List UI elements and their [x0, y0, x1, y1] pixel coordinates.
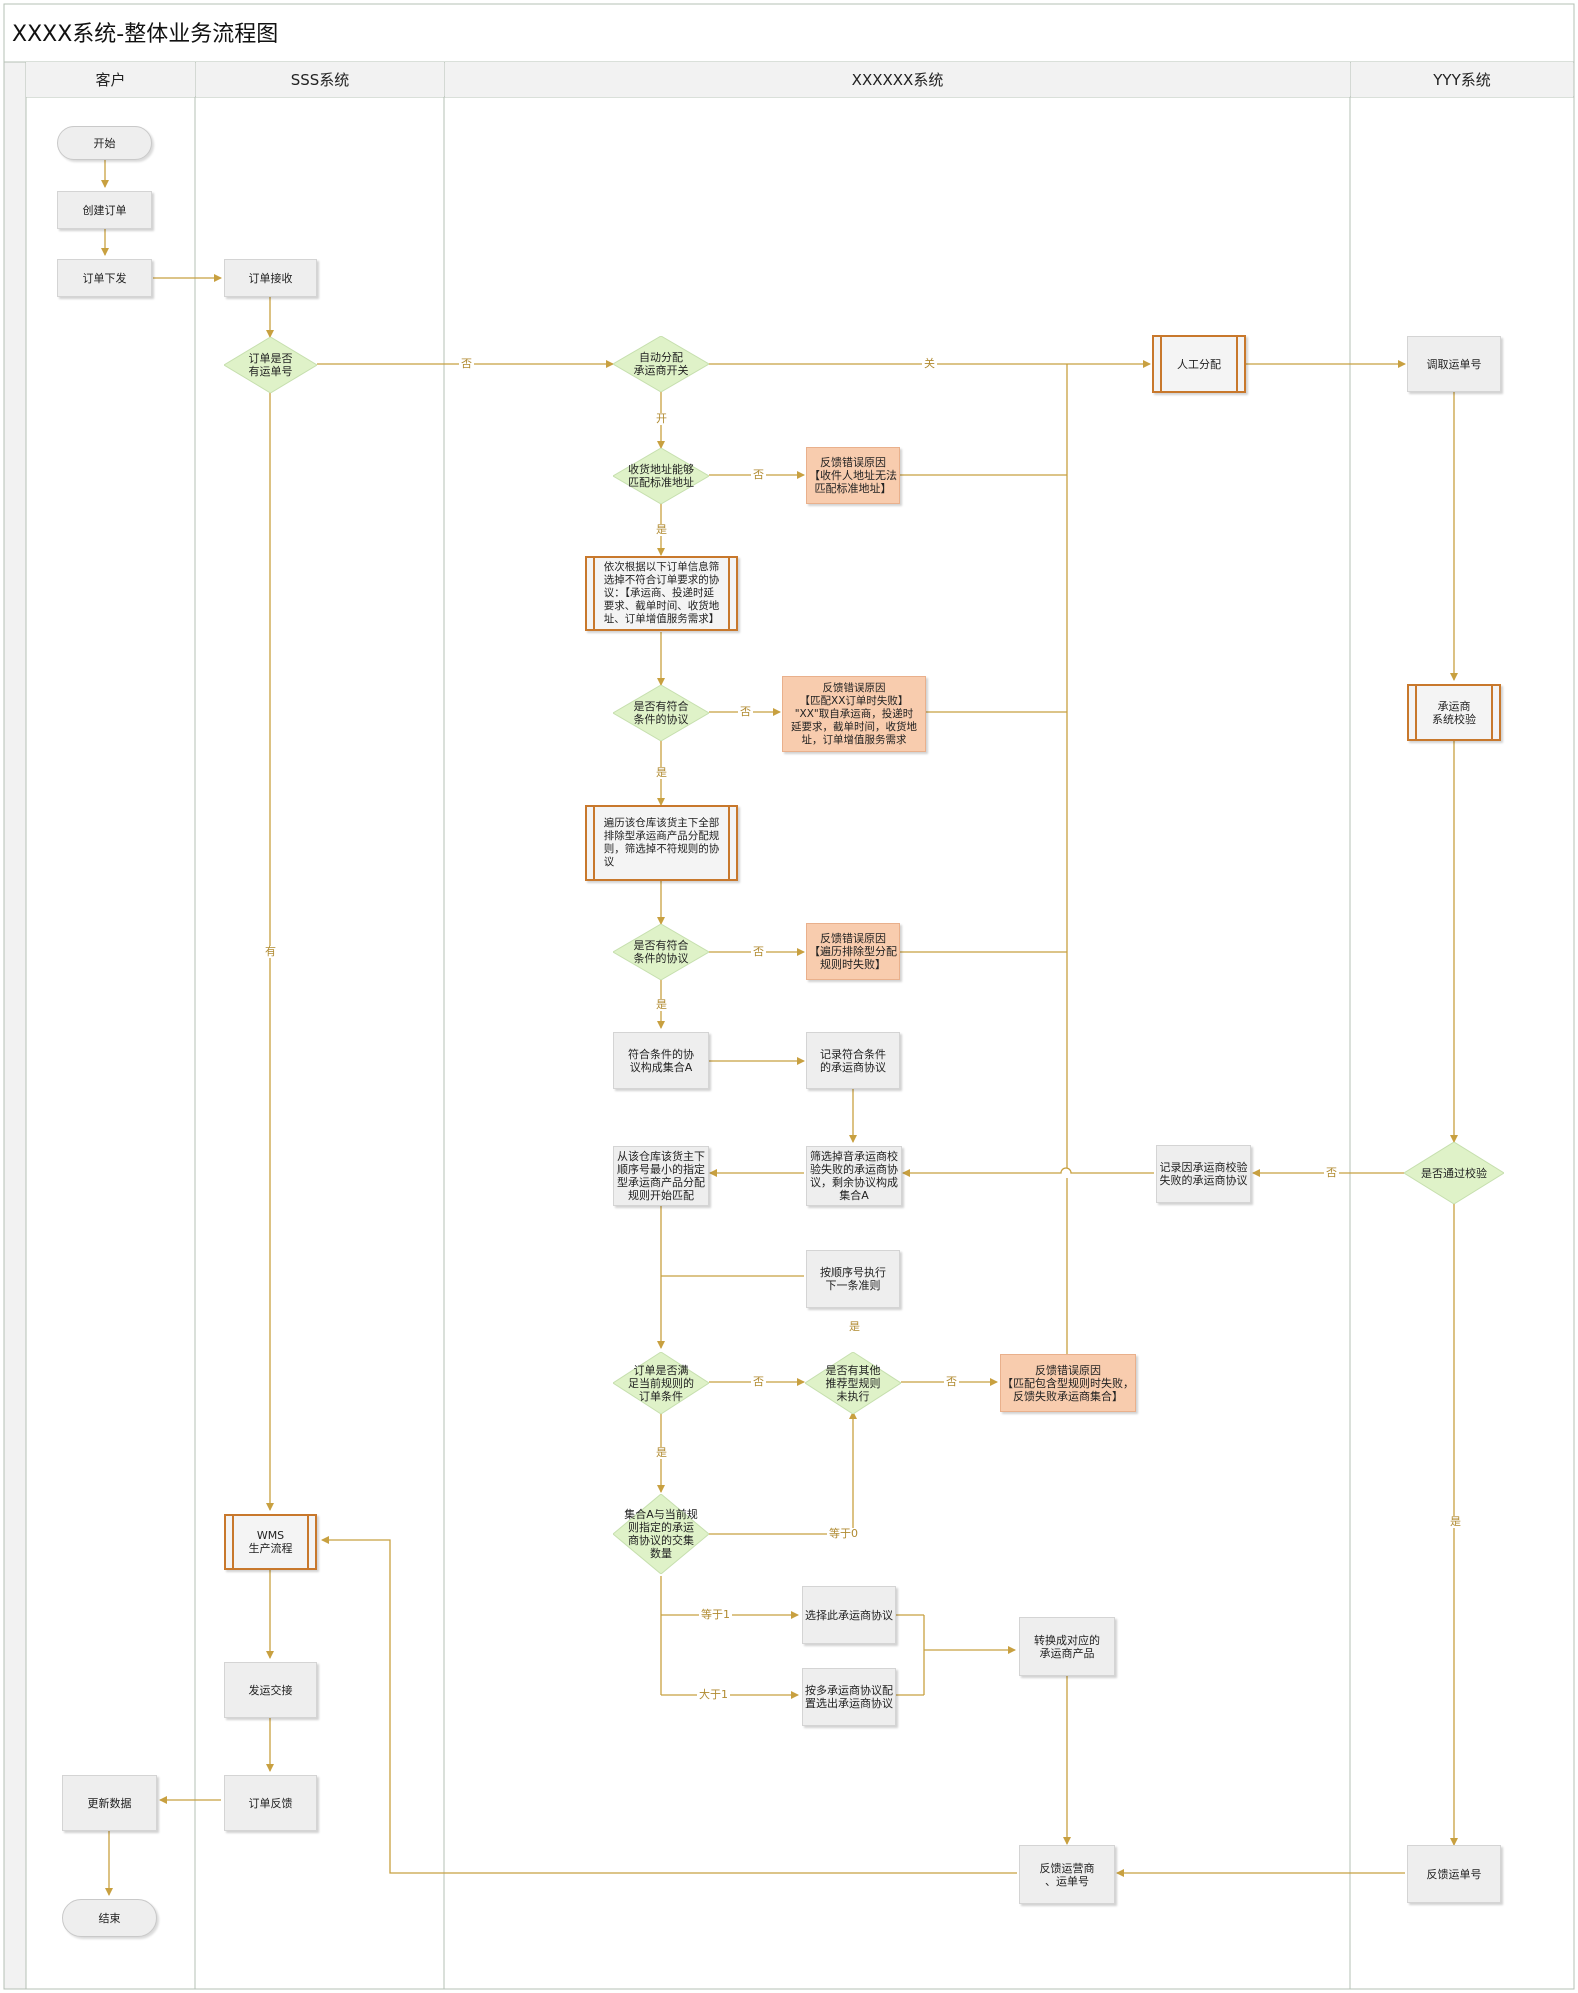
- from-rule-node[interactable]: 从该仓库该货主下 顺序号最小的指定 型承运商产品分配 规则开始匹配: [613, 1146, 709, 1206]
- select-multi-node[interactable]: 按多承运商协议配 置选出承运商协议: [802, 1668, 896, 1726]
- edge-label-close: 关: [922, 357, 937, 370]
- wms-subprocess[interactable]: WMS 生产流程: [224, 1514, 317, 1570]
- receive-order-node[interactable]: 订单接收: [224, 259, 317, 297]
- has-agreement-decision-1[interactable]: 是否有符合 条件的协议: [612, 684, 710, 742]
- filter-fail-node[interactable]: 筛选掉音承运商校 验失败的承运商协 议，剩余协议构成 集合A: [806, 1146, 902, 1206]
- error-traverse-node[interactable]: 反馈错误原因 【遍历排除型分配 规则时失败】: [806, 923, 900, 980]
- lane-header-customer: 客户: [26, 62, 195, 97]
- has-waybill-text: 订单是否 有运单号: [248, 352, 293, 378]
- edge-label-no: 否: [1324, 1166, 1339, 1179]
- edge-label-yes: 是: [654, 523, 669, 536]
- has-agreement-text-1: 是否有符合 条件的协议: [633, 700, 689, 726]
- error-match-node[interactable]: 反馈错误原因 【匹配XX订单时失败】 "XX"取自承运商，投递时 延要求，截单时…: [782, 676, 926, 752]
- start-node[interactable]: 开始: [57, 126, 152, 160]
- record-match-node[interactable]: 记录符合条件 的承运商协议: [806, 1032, 900, 1089]
- ship-handover-node[interactable]: 发运交接: [224, 1662, 317, 1718]
- order-feedback-node[interactable]: 订单反馈: [224, 1775, 317, 1831]
- error-addr-node[interactable]: 反馈错误原因 【收件人地址无法 匹配标准地址】: [806, 447, 900, 504]
- other-rules-decision[interactable]: 是否有其他 推荐型规则 未执行: [804, 1351, 902, 1415]
- auto-assign-decision[interactable]: 自动分配 承运商开关: [612, 335, 710, 393]
- feedback-carrier-node[interactable]: 反馈运营商 、运单号: [1019, 1845, 1115, 1904]
- lane-header-yyy: YYY系统: [1351, 62, 1573, 97]
- error-rule-node[interactable]: 反馈错误原因 【匹配包含型规则时失败， 反馈失败承运商集合】: [1000, 1354, 1136, 1412]
- update-data-node[interactable]: 更新数据: [62, 1775, 157, 1831]
- convert-product-node[interactable]: 转换成对应的 承运商产品: [1019, 1617, 1115, 1676]
- other-rules-text: 是否有其他 推荐型规则 未执行: [825, 1363, 881, 1403]
- edge-label-no: 否: [751, 1375, 766, 1388]
- edge-label-yes: 是: [654, 1446, 669, 1459]
- edge-label-no: 否: [738, 705, 753, 718]
- auto-assign-text: 自动分配 承运商开关: [633, 351, 689, 377]
- edge-label-no: 否: [459, 357, 474, 370]
- lane-header-xxxxxx: XXXXXX系统: [445, 62, 1350, 97]
- addr-match-text: 收货地址能够 匹配标准地址: [628, 463, 694, 489]
- edge-label-yes: 是: [654, 998, 669, 1011]
- passed-check-text: 是否通过校验: [1421, 1166, 1487, 1180]
- intersect-text: 集合A与当前规 则指定的承运 商协议的交集 数量: [624, 1508, 698, 1560]
- carrier-check-subprocess[interactable]: 承运商 系统校验: [1407, 684, 1501, 741]
- next-rule-node[interactable]: 按顺序号执行 下一条准则: [806, 1250, 900, 1308]
- edge-label-has: 有: [263, 945, 278, 958]
- has-agreement-decision-2[interactable]: 是否有符合 条件的协议: [612, 923, 710, 981]
- edge-label-yes: 是: [1448, 1515, 1463, 1528]
- lane-header-sss: SSS系统: [196, 62, 444, 97]
- has-waybill-decision[interactable]: 订单是否 有运单号: [223, 336, 318, 394]
- passed-check-decision[interactable]: 是否通过校验: [1403, 1141, 1505, 1205]
- edge-label-eq0: 等于0: [827, 1527, 860, 1540]
- traverse-rules-subprocess[interactable]: 遍历该仓库该货主下全部 排除型承运商产品分配规 则，筛选掉不符规则的协 议: [585, 805, 738, 881]
- feedback-waybill-node[interactable]: 反馈运单号: [1407, 1845, 1501, 1903]
- addr-match-decision[interactable]: 收货地址能够 匹配标准地址: [612, 447, 710, 505]
- get-waybill-node[interactable]: 调取运单号: [1407, 336, 1501, 392]
- edge-label-gt1: 大于1: [697, 1688, 730, 1701]
- record-fail-node[interactable]: 记录因承运商校验 失败的承运商协议: [1156, 1145, 1251, 1203]
- edge-label-open: 开: [654, 412, 669, 425]
- intersect-decision[interactable]: 集合A与当前规 则指定的承运 商协议的交集 数量: [612, 1493, 710, 1575]
- has-agreement-text-2: 是否有符合 条件的协议: [633, 939, 689, 965]
- edge-label-yes: 是: [654, 766, 669, 779]
- issue-order-node[interactable]: 订单下发: [57, 259, 152, 297]
- end-node[interactable]: 结束: [62, 1899, 157, 1937]
- edge-label-no: 否: [751, 468, 766, 481]
- filter-agreements-subprocess[interactable]: 依次根据以下订单信息筛 选掉不符合订单要求的协 议：【承运商、投递时延 要求、截…: [585, 556, 738, 631]
- set-a-node[interactable]: 符合条件的协 议构成集合A: [613, 1032, 709, 1089]
- manual-assign-subprocess[interactable]: 人工分配: [1152, 335, 1246, 393]
- edge-label-eq1: 等于1: [699, 1608, 732, 1621]
- create-order-node[interactable]: 创建订单: [57, 191, 152, 229]
- order-meets-decision[interactable]: 订单是否满 足当前规则的 订单条件: [612, 1351, 710, 1415]
- select-one-node[interactable]: 选择此承运商协议: [802, 1586, 896, 1644]
- edge-label-yes: 是: [847, 1320, 862, 1333]
- order-meets-text: 订单是否满 足当前规则的 订单条件: [628, 1363, 694, 1403]
- page-title: XXXX系统-整体业务流程图: [12, 22, 279, 47]
- edge-label-no: 否: [751, 945, 766, 958]
- edge-label-no: 否: [944, 1375, 959, 1388]
